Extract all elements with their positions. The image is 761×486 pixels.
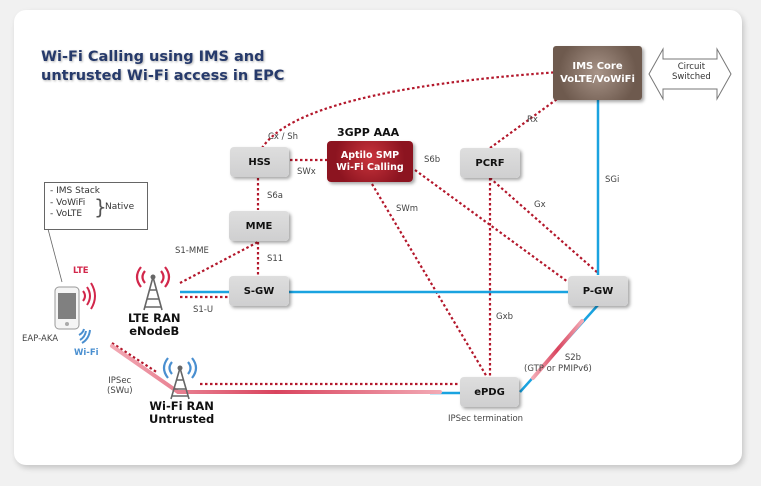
link-pcrf-pgw xyxy=(489,177,599,274)
phone-icon[interactable] xyxy=(54,286,80,330)
lte-label: LTE xyxy=(73,266,89,276)
s11-label: S11 xyxy=(267,254,284,264)
gxb-label: Gxb xyxy=(496,312,514,322)
wifi-tower-icon xyxy=(162,357,198,400)
epdg-node[interactable]: ePDG xyxy=(460,377,519,407)
eap-aka-label: EAP-AKA xyxy=(22,334,59,344)
lte-tower-icon xyxy=(135,266,171,311)
s2b-tunnel xyxy=(531,319,584,380)
ipsec-termination-label: IPSec termination xyxy=(448,414,524,424)
wifi-label: Wi-Fi xyxy=(74,348,99,358)
s6a-label: S6a xyxy=(267,191,284,201)
device-features-box: - IMS Stack - VoWiFi - VoLTE } Native xyxy=(44,182,148,230)
s1-mme-label: S1-MME xyxy=(175,246,209,256)
sgi-label: SGi xyxy=(605,175,620,185)
sgw-node[interactable]: S-GW xyxy=(229,276,289,306)
link-phone-wifiap xyxy=(111,342,159,374)
aaa-node[interactable]: Aptilo SMP Wi-Fi Calling xyxy=(327,141,413,182)
s2b-label: S2b (GTP or PMIPv6) xyxy=(524,353,592,374)
link-aaa-epdg xyxy=(371,183,488,378)
rx-label: Rx xyxy=(527,115,538,125)
pgw-node[interactable]: P-GW xyxy=(568,276,628,306)
brace: } xyxy=(94,195,107,219)
gx-label: Gx xyxy=(534,200,546,210)
pcrf-node[interactable]: PCRF xyxy=(460,148,520,178)
swm-label: SWm xyxy=(396,204,419,214)
s1-u-label: S1-U xyxy=(193,305,214,315)
lte-ran-label: LTE RAN eNodeB xyxy=(128,311,181,338)
wifi-ran-label: Wi-Fi RAN Untrusted xyxy=(149,399,215,426)
link-aaa-pgw xyxy=(414,169,569,283)
link-pcrf-ims xyxy=(489,74,591,149)
circuit-switched-arrow xyxy=(648,47,732,101)
hss-node[interactable]: HSS xyxy=(230,147,289,177)
ipsec-label: IPSec (SWu) xyxy=(107,376,133,396)
ipsec-tunnel xyxy=(110,344,442,394)
circuit-switched-label: Circuit Switched xyxy=(672,62,711,82)
aaa-header: 3GPP AAA xyxy=(337,126,400,139)
cx-sh-label: Cx / Sh xyxy=(268,132,299,142)
link-hss-ims xyxy=(261,70,561,149)
swx-label: SWx xyxy=(297,167,316,177)
wifi-signal-icon xyxy=(78,328,91,344)
ims-core-node[interactable]: IMS Core VoLTE/VoWiFi xyxy=(553,46,642,100)
s6b-label: S6b xyxy=(424,155,441,165)
mme-node[interactable]: MME xyxy=(229,211,289,241)
lte-signal-icon xyxy=(82,282,96,310)
page-title: Wi-Fi Calling using IMS and untrusted Wi… xyxy=(41,49,285,84)
